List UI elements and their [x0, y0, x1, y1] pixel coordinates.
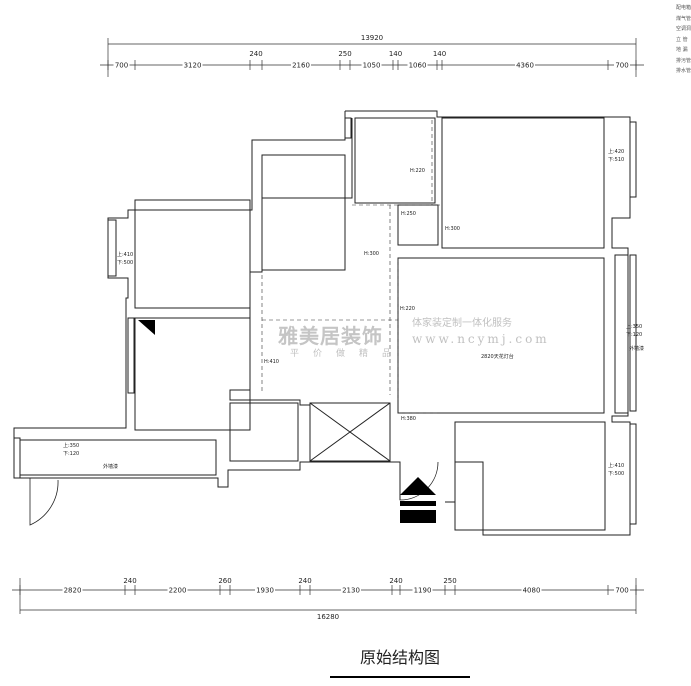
- dimension-label: 250: [338, 50, 351, 58]
- door-arc: [29, 478, 59, 526]
- watermark-tagline: 体家装定制一体化服务: [412, 318, 512, 329]
- dimension-label: 1190: [414, 587, 432, 595]
- dimension-label: 16280: [317, 613, 339, 621]
- legend-item: 配电箱: [676, 5, 691, 11]
- dimension-label: 240: [123, 577, 136, 585]
- dimension-label: 240: [298, 577, 311, 585]
- legend-item: 排水管: [676, 68, 691, 74]
- legend-item: 排污管: [676, 57, 691, 64]
- dimension-label: 1060: [409, 62, 427, 70]
- room-top-small: [354, 117, 436, 204]
- walls: [13, 110, 637, 536]
- dimension-label: 4080: [523, 587, 541, 595]
- watermark-url: www.ncymj.com: [412, 332, 550, 346]
- legend-item: 地 漏: [676, 47, 688, 53]
- annotation-win-bl-top: 上:350: [63, 442, 79, 449]
- annotation-h300-a: H:300: [445, 226, 460, 232]
- dimension-label: 240: [249, 50, 262, 58]
- dimension-label: 2200: [169, 587, 187, 595]
- dimension-label: 4360: [516, 62, 534, 70]
- room-entry: [309, 402, 391, 462]
- annotation-ceiling: 2820天花灯台: [481, 353, 514, 360]
- annotation-win-l-top: 上:410: [117, 251, 133, 258]
- dimension-label: 1930: [256, 587, 274, 595]
- dimension-label: 140: [433, 50, 446, 58]
- inner-wall: [229, 118, 353, 462]
- dimension-label: 700: [615, 62, 628, 70]
- dimension-label: 250: [443, 577, 456, 585]
- annotation-win-bl-bot: 下:120: [63, 451, 79, 457]
- room-bath: [229, 402, 299, 462]
- annotation-win-l-bot: 下:500: [117, 260, 133, 266]
- room-left-mid: [134, 317, 251, 431]
- annotation-ext-wall-l: 外墙漆: [103, 463, 118, 470]
- annotation-win-tr-top: 上:420: [608, 148, 624, 155]
- dimension-label: 260: [218, 577, 231, 585]
- legend-item: 立 管: [676, 36, 688, 43]
- room-master: [441, 117, 605, 249]
- legend-item: 空调洞: [676, 26, 691, 32]
- outer-wall: [345, 110, 631, 536]
- dimension-label: 3120: [184, 62, 202, 70]
- annotation-win-tr-bot: 下:510: [608, 157, 624, 163]
- dimension-label: 2130: [342, 587, 360, 595]
- entrance-arrow-icon: [400, 477, 436, 495]
- annotation-win-r-bot: 下:120: [626, 332, 642, 338]
- annotation-h300-b: H:300: [364, 251, 379, 257]
- annotation-win-br-bot: 下:500: [608, 471, 624, 477]
- annotation-h380: H:380: [401, 416, 416, 422]
- dimension-label: 1050: [363, 62, 381, 70]
- room-bedroom-right: [454, 421, 606, 531]
- annotation-h220-top: H:220: [410, 168, 425, 174]
- watermark-brand: 雅美居装饰: [278, 324, 383, 348]
- dimension-label: 700: [115, 62, 128, 70]
- annotation-h220-mid: H:220: [400, 306, 415, 312]
- room-upper-mid: [261, 154, 346, 271]
- annotation-ext-wall-r: 外墙漆: [629, 345, 644, 352]
- title-underline: [330, 676, 470, 678]
- annotation-win-r-top: 上:350: [626, 323, 642, 330]
- dimension-label: 2160: [292, 62, 310, 70]
- legend-item: 煤气管: [676, 15, 691, 22]
- annotation-h410: H:410: [264, 359, 279, 365]
- annotation-win-br-top: 上:410: [608, 462, 624, 469]
- dimension-label: 13920: [361, 34, 383, 42]
- dimension-label: 700: [615, 587, 628, 595]
- dimension-label: 2820: [64, 587, 82, 595]
- outer-wall: [13, 111, 401, 500]
- page-title: 原始结构图: [359, 648, 440, 667]
- dimension-label: 140: [389, 50, 402, 58]
- annotation-h250: H:250: [401, 211, 416, 217]
- legend: 配电箱 煤气管 空调洞 立 管 地 漏 排污管 排水管: [676, 3, 691, 77]
- room-balcony-right: [614, 254, 629, 414]
- watermark-slogan: 平价做精品: [290, 349, 406, 359]
- room-bedroom-left: [134, 199, 251, 309]
- dimension-label: 240: [389, 577, 402, 585]
